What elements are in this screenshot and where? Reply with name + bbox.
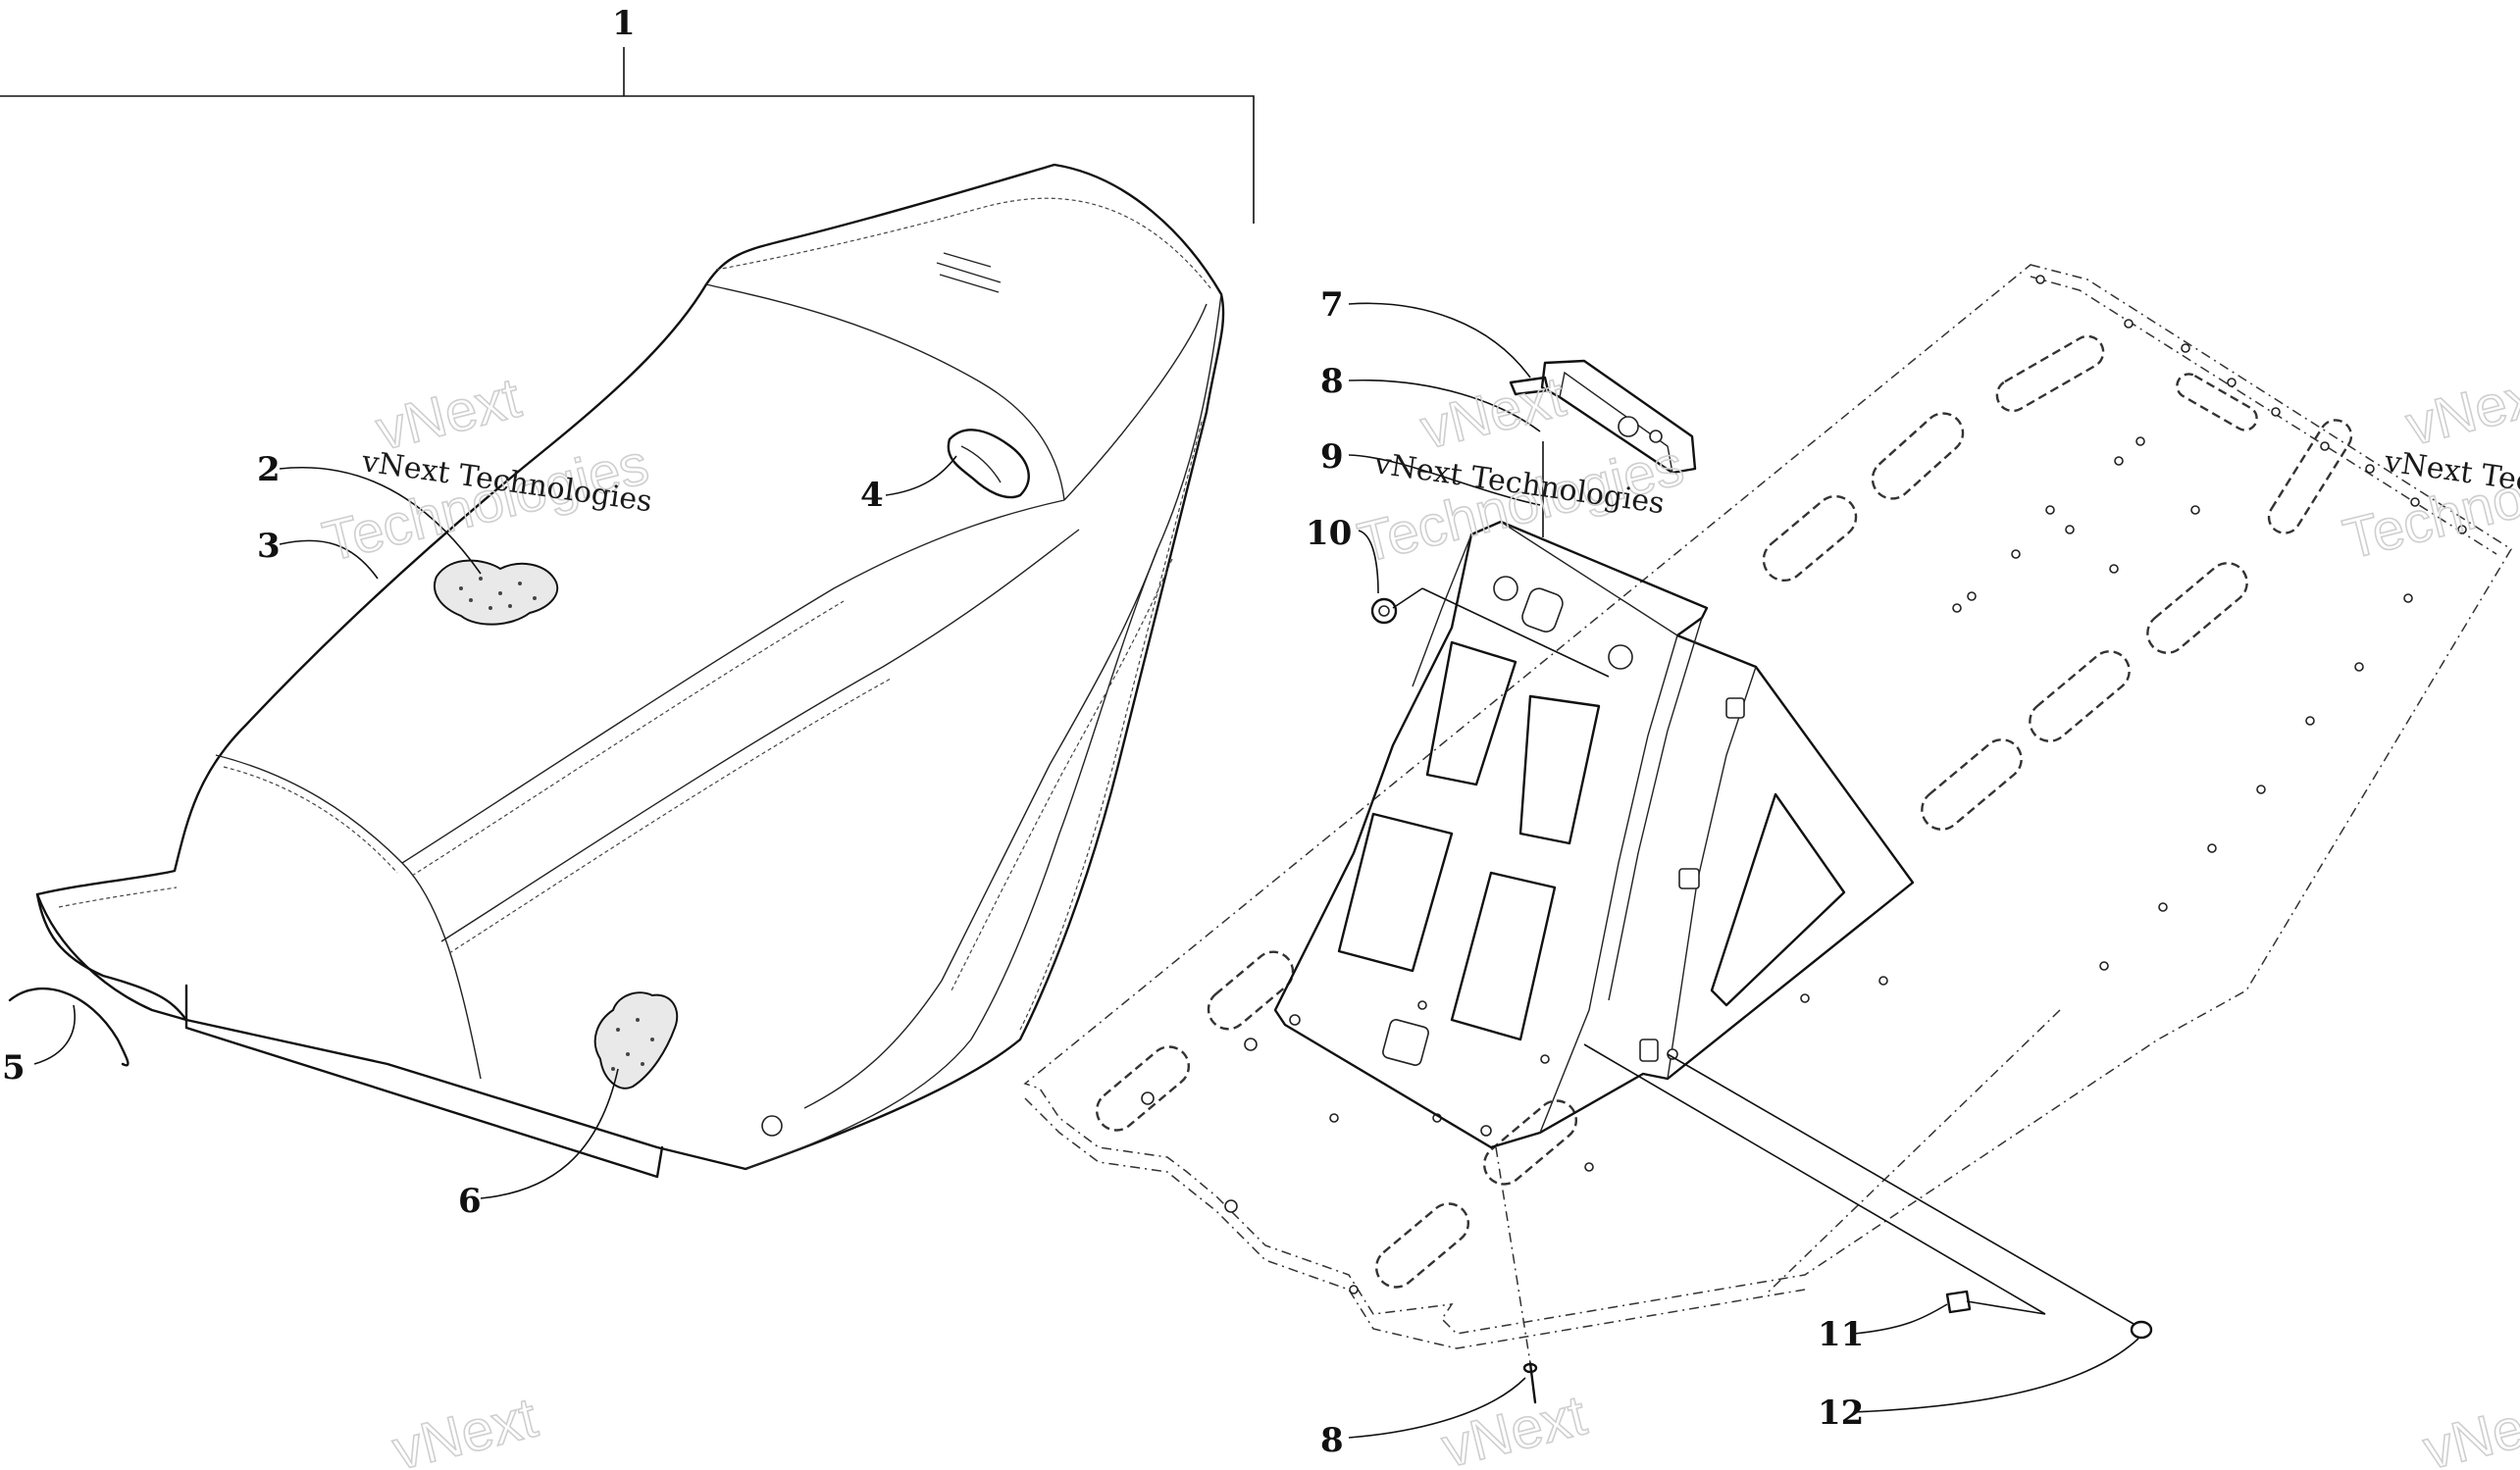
seat-outline xyxy=(35,163,1225,1171)
assembly-bracket xyxy=(0,47,1255,224)
rivet-item-12 xyxy=(2130,1320,2153,1340)
callout-numbers: 1 2 3 4 5 6 7 8 9 10 11 12 8 xyxy=(2,4,1864,1460)
callout-11: 11 xyxy=(1818,1315,1864,1354)
pin-item-8-bottom xyxy=(1522,1361,1538,1404)
callout-10: 10 xyxy=(1306,514,1352,553)
grab-strap xyxy=(947,429,1030,499)
watermarks: vNext Technologies vNext Technologies vN… xyxy=(316,360,2520,1470)
callout-1: 1 xyxy=(612,4,636,43)
seat-logo xyxy=(936,252,1002,293)
seat-latch xyxy=(1509,359,1697,475)
callout-8-top: 8 xyxy=(1320,362,1344,401)
seat-mounting-bracket xyxy=(1273,520,1915,1149)
callout-2: 2 xyxy=(257,450,281,489)
callout-3: 3 xyxy=(257,527,281,566)
seat-assembly xyxy=(35,163,1225,1179)
tunnel-holes xyxy=(1141,275,2467,1294)
watermark-big-1e: vNext xyxy=(1436,1383,1593,1470)
wire-clip xyxy=(8,987,129,1067)
callout-9: 9 xyxy=(1320,437,1344,477)
callout-4: 4 xyxy=(860,476,884,515)
tunnel-plate xyxy=(1023,264,2513,1349)
watermark-big-1b: vNext xyxy=(1414,365,1571,462)
watermark-big-1d: vNext xyxy=(386,1386,543,1470)
callout-12: 12 xyxy=(1818,1394,1864,1433)
foam-pad-upper xyxy=(434,559,559,626)
watermark-big-1c: vNext xyxy=(2400,361,2520,458)
nut-item-10 xyxy=(1370,597,1398,625)
callout-8-bottom: 8 xyxy=(1320,1421,1344,1460)
foam-pad-lower xyxy=(593,991,679,1090)
callout-5: 5 xyxy=(2,1048,26,1088)
watermark-big-1f: vNext xyxy=(2417,1385,2520,1470)
callout-leaders xyxy=(33,302,2139,1439)
callout-6: 6 xyxy=(458,1182,482,1221)
callout-7: 7 xyxy=(1320,285,1344,325)
clip-item-11 xyxy=(1945,1290,1972,1314)
